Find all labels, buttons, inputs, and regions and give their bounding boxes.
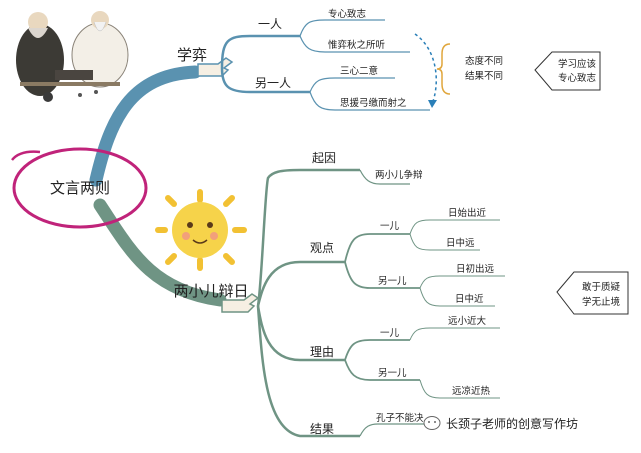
branch-liangxiaoer xyxy=(93,198,227,307)
node-cause: 起因 xyxy=(312,151,336,165)
leaf-zhengbian: 两小儿争辩 xyxy=(375,169,423,181)
pointing-hand-icon xyxy=(197,57,234,77)
branch-lingyiren: 另一人 xyxy=(255,76,291,90)
dashed-arrow xyxy=(414,33,437,105)
reason-kid1: 一儿 xyxy=(380,328,400,339)
leaf-zhongyuan: 日中远 xyxy=(446,237,475,249)
node-viewpoint: 观点 xyxy=(310,241,334,255)
viewpoint-leaf-lines xyxy=(409,219,505,307)
node-result: 结果 xyxy=(310,422,334,436)
leaf-zhongjin: 日中近 xyxy=(455,293,484,305)
watermark: 长颈子老师的创意写作坊 xyxy=(446,416,578,431)
ancient-figures-illustration xyxy=(16,11,129,102)
story1-title: 学弈 xyxy=(177,46,207,64)
comparison-1: 态度不同 xyxy=(465,55,503,67)
lesson1-line2: 专心致志 xyxy=(558,72,596,84)
lesson1-line1: 学习应该 xyxy=(558,58,596,70)
leaf-zhuanxin: 专心致志 xyxy=(328,8,366,20)
leaf-yuanliang: 远凉近热 xyxy=(452,385,491,397)
viewpoint-kid2: 另一儿 xyxy=(378,276,407,287)
story1-branches xyxy=(220,34,310,94)
leaf-sanxin: 三心二意 xyxy=(340,65,378,77)
reason-branches xyxy=(344,339,420,381)
leaf-siyuan: 思援弓缴而射之 xyxy=(340,97,407,109)
pointing-hand-icon xyxy=(221,293,260,313)
leaf-shichu: 日始出近 xyxy=(448,207,487,219)
lesson1-arrow xyxy=(534,51,601,91)
story2-spine xyxy=(256,168,360,438)
story2-title: 两小儿辩日 xyxy=(173,282,248,300)
sun-icon xyxy=(155,189,247,271)
branch-yiren: 一人 xyxy=(258,17,282,31)
node-reason: 理由 xyxy=(310,345,334,359)
wechat-icon xyxy=(423,416,441,430)
leaf-kongzi: 孔子不能决 xyxy=(376,412,424,424)
lesson2-line2: 学无止境 xyxy=(582,296,621,308)
reason-leaf-lines xyxy=(409,327,500,399)
bracket xyxy=(436,43,451,95)
branch-xueyi xyxy=(89,65,202,187)
story1-leaf-lines xyxy=(299,19,430,111)
viewpoint-branches xyxy=(344,233,420,289)
center-node xyxy=(12,147,148,229)
viewpoint-kid1: 一儿 xyxy=(380,221,400,232)
lesson2-line1: 敢于质疑 xyxy=(582,281,621,293)
center-label: 文言两则 xyxy=(50,179,110,197)
leaf-chuchu: 日初出远 xyxy=(456,263,495,275)
leaf-weiyi: 惟弈秋之所听 xyxy=(328,39,386,51)
comparison-2: 结果不同 xyxy=(465,70,503,82)
leaf-yuanxiao: 远小近大 xyxy=(448,315,487,327)
lesson2-arrow xyxy=(556,271,629,315)
reason-kid2: 另一儿 xyxy=(378,368,407,379)
